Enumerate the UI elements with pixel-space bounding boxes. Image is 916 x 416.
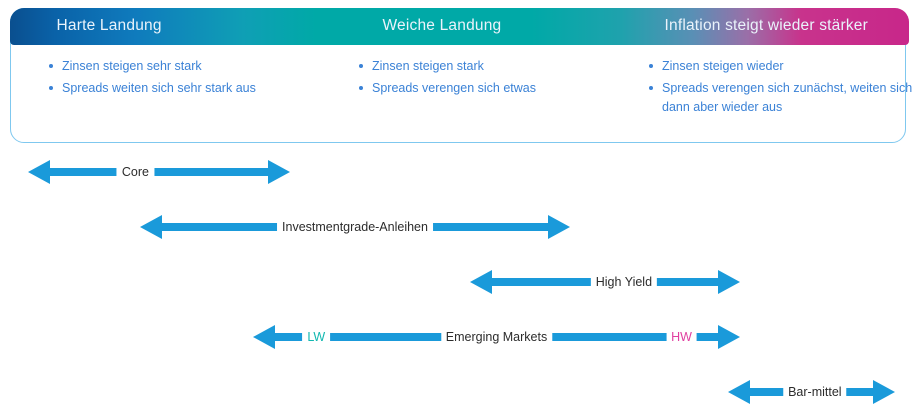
arrow-label-emerging-markets: Emerging Markets — [440, 330, 553, 344]
list-item: Zinsen steigen sehr stark — [49, 57, 349, 76]
list-item: Spreads verengen sich etwas — [359, 79, 659, 98]
arrow-label-hw: HW — [666, 330, 697, 344]
scenario-bullets-harte-landung: Zinsen steigen sehr stark Spreads weiten… — [49, 57, 349, 101]
arrow-row-core: Core — [28, 155, 290, 189]
scenario-bullets-weiche-landung: Zinsen steigen stark Spreads verengen si… — [359, 57, 659, 101]
list-item: Zinsen steigen stark — [359, 57, 659, 76]
arrow-label-lw: LW — [302, 330, 331, 344]
arrow-row-bar-mittel: Bar-mittel — [728, 375, 895, 409]
scenario-card: Harte Landung Weiche Landung Inflation s… — [9, 7, 912, 143]
list-item-label: Spreads weiten sich sehr stark aus — [62, 81, 256, 95]
list-item-label: Zinsen steigen sehr stark — [62, 59, 202, 73]
list-item: Spreads verengen sich zunächst, weiten s… — [649, 79, 914, 117]
arrow-label-bar-mittel: Bar-mittel — [783, 385, 847, 399]
list-item: Zinsen steigen wieder — [649, 57, 914, 76]
arrow-row-investmentgrade: Investmentgrade-Anleihen — [140, 210, 570, 244]
scenario-header-harte-landung: Harte Landung — [56, 17, 162, 34]
double-headed-arrow-icon — [28, 160, 290, 184]
bullet-dot-icon — [649, 86, 653, 90]
list-item-label: Spreads verengen sich etwas — [372, 81, 536, 95]
arrow-row-high-yield: High Yield — [470, 265, 740, 299]
list-item-label: Spreads verengen sich zunächst, weiten s… — [662, 81, 913, 114]
bullet-dot-icon — [49, 64, 53, 68]
scenario-header-weiche-landung: Weiche Landung — [382, 17, 502, 34]
arrow-label-high-yield: High Yield — [590, 275, 658, 289]
list-item-label: Zinsen steigen wieder — [662, 59, 784, 73]
arrow-label-core: Core — [116, 165, 154, 179]
list-item: Spreads weiten sich sehr stark aus — [49, 79, 349, 98]
scenario-header-gradient-bar: Harte Landung Weiche Landung Inflation s… — [9, 7, 909, 45]
bullet-dot-icon — [649, 64, 653, 68]
scenario-header-inflation-steigt: Inflation steigt wieder stärker — [664, 17, 868, 34]
bullet-dot-icon — [359, 64, 363, 68]
bullet-dot-icon — [49, 86, 53, 90]
asset-class-range-diagram: Core Investmentgrade-Anleihen High Yield… — [0, 143, 916, 416]
arrow-label-investmentgrade: Investmentgrade-Anleihen — [277, 220, 433, 234]
bullet-dot-icon — [359, 86, 363, 90]
list-item-label: Zinsen steigen stark — [372, 59, 484, 73]
arrow-row-emerging-markets: LW Emerging Markets HW — [253, 320, 740, 354]
scenario-bullets-inflation-steigt: Zinsen steigen wieder Spreads verengen s… — [649, 57, 914, 120]
